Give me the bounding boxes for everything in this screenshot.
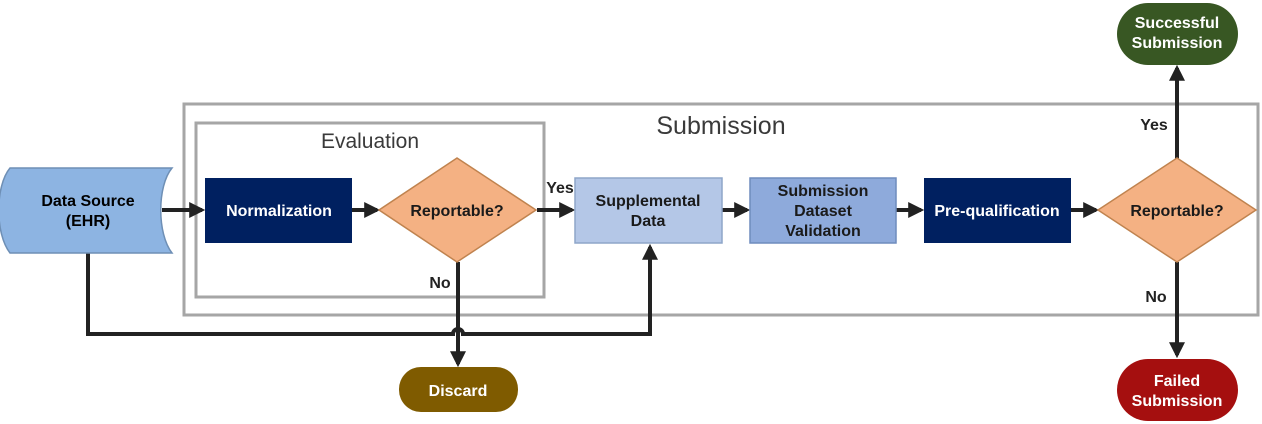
successful-submission-label-line-2: Submission xyxy=(1132,35,1223,52)
successful-submission-pill xyxy=(1117,3,1238,65)
reportable-submit-label: Reportable? xyxy=(1130,203,1223,220)
data-source-label-line-2: (EHR) xyxy=(66,213,110,230)
failed-submission-label-line-1: Failed xyxy=(1154,373,1200,390)
supplemental-data-label-line-2: Data xyxy=(631,213,666,230)
pre-qualification-label: Pre-qualification xyxy=(934,203,1059,220)
failed-submission-label-line-2: Submission xyxy=(1132,393,1223,410)
reportable-submit-node: Reportable? xyxy=(1096,157,1258,263)
normalization-box xyxy=(205,178,352,243)
discard-label: Discard xyxy=(429,383,488,400)
reportable-submit-diamond xyxy=(1096,157,1258,263)
reportable-eval-node: Reportable? xyxy=(377,157,538,263)
failed-submission-pill xyxy=(1117,359,1238,421)
supplemental-data-label-line-1: Supplemental xyxy=(596,193,701,210)
dataset-validation-box xyxy=(749,177,897,244)
successful-submission-label-line-1: Successful xyxy=(1135,15,1219,32)
normalization-node: Normalization xyxy=(205,178,352,243)
normalization-label-line-1: Normalization xyxy=(226,203,332,220)
data-source-shape xyxy=(0,167,174,254)
reportable-eval-diamond xyxy=(377,157,538,263)
discard-pill xyxy=(399,367,518,412)
edge-label-eval-no: No xyxy=(429,275,451,292)
reportable-eval-label: Reportable? xyxy=(410,203,503,220)
dataset-validation-label-line-2: Dataset xyxy=(794,203,852,220)
pre-qualification-node: Pre-qualification xyxy=(924,178,1071,243)
discard-label-line-1: Discard xyxy=(429,383,488,400)
discard-node: Discard xyxy=(399,367,518,412)
reportable-submit-label-line-1: Reportable? xyxy=(1130,203,1223,220)
data-source-label-line-1: Data Source xyxy=(41,193,134,210)
normalization-label: Normalization xyxy=(226,203,332,220)
edge-label-submit-yes: Yes xyxy=(1140,117,1168,134)
supplemental-data-box xyxy=(574,177,723,244)
submission-group-label: Submission xyxy=(656,112,785,140)
edge-label-submit-no: No xyxy=(1145,289,1167,306)
evaluation-group-label: Evaluation xyxy=(321,130,419,153)
pre-qualification-box xyxy=(924,178,1071,243)
edge-label-eval-yes: Yes xyxy=(546,180,574,197)
dataset-validation-label-line-1: Submission xyxy=(778,183,869,200)
pre-qualification-label-line-1: Pre-qualification xyxy=(934,203,1059,220)
dataset-validation-label-line-3: Validation xyxy=(785,223,861,240)
data-source-node: Data Source (EHR) xyxy=(0,167,174,254)
data-source-label: Data Source (EHR) xyxy=(41,193,134,230)
reportable-eval-label-line-1: Reportable? xyxy=(410,203,503,220)
